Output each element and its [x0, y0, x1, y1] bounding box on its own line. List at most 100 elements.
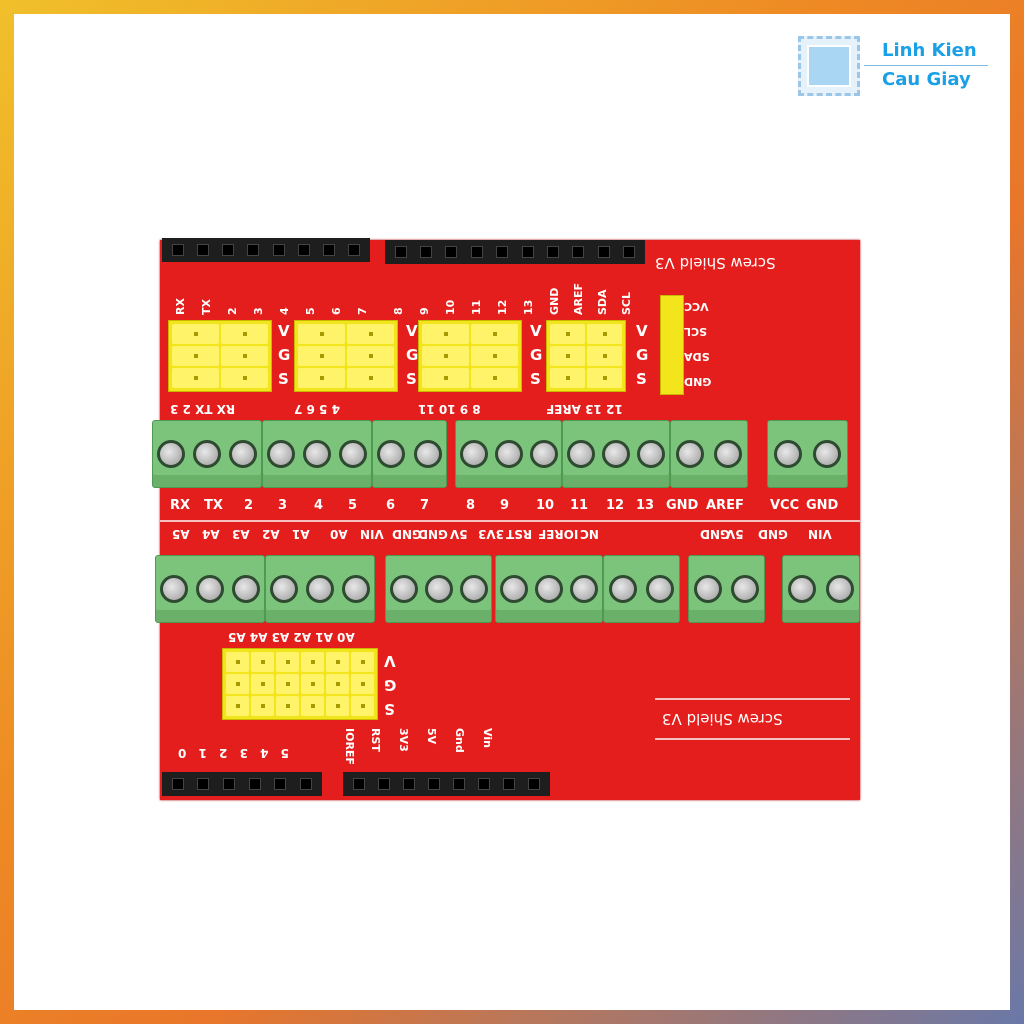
- terminal-label: GND: [806, 498, 839, 513]
- terminal-label: A1: [292, 527, 310, 541]
- terminal-label: GND: [418, 527, 448, 541]
- screw-icon[interactable]: [676, 440, 704, 468]
- terminal-label: 3: [278, 498, 288, 513]
- top-header-label: 8: [392, 307, 405, 315]
- screw-icon[interactable]: [499, 575, 528, 603]
- top-header-right: [385, 240, 645, 264]
- screw-terminal-block: [782, 555, 860, 623]
- svg-label: G: [636, 346, 649, 364]
- screw-icon[interactable]: [459, 440, 488, 468]
- terminal-label: NC: [580, 527, 599, 541]
- screw-icon[interactable]: [693, 575, 722, 603]
- top-header-label: TX: [200, 299, 213, 315]
- screw-icon[interactable]: [566, 440, 595, 468]
- screw-icon[interactable]: [267, 440, 295, 468]
- screw-icon[interactable]: [193, 440, 221, 468]
- screw-icon[interactable]: [157, 440, 185, 468]
- terminal-label: 11: [570, 498, 589, 513]
- screw-icon[interactable]: [339, 440, 367, 468]
- board-title-top: Screw Shield V3: [655, 254, 776, 272]
- screw-icon[interactable]: [160, 575, 188, 603]
- screw-icon[interactable]: [788, 575, 816, 603]
- screw-terminal-block: [265, 555, 375, 623]
- screw-icon[interactable]: [773, 440, 802, 468]
- top-header-label: 5: [304, 307, 317, 315]
- svg-label: G: [530, 346, 543, 364]
- svg-label: S: [530, 370, 541, 388]
- screw-icon[interactable]: [731, 575, 760, 603]
- terminal-label: 5V: [726, 527, 744, 541]
- screw-icon[interactable]: [196, 575, 224, 603]
- screw-icon[interactable]: [494, 440, 523, 468]
- terminal-label: RX: [170, 498, 191, 513]
- svg-label: V: [278, 322, 290, 340]
- svg-label: G: [406, 346, 419, 364]
- terminal-label: 10: [536, 498, 555, 513]
- screw-shield-board: Screw Shield V3 A0 A1 A2 A3 A4 A5 Screw …: [152, 238, 860, 800]
- screw-icon[interactable]: [608, 575, 637, 603]
- jumper-row-label: RX TX 2 3: [170, 402, 236, 416]
- svg-label: G: [384, 676, 397, 694]
- bottom-header-label: RST: [369, 728, 382, 752]
- screw-terminal-block: [455, 420, 562, 488]
- terminal-label: 8: [466, 498, 476, 513]
- board-title-bottom: Screw Shield V3: [662, 710, 783, 728]
- title-line-top: [655, 698, 850, 700]
- top-header-label: 4: [278, 307, 291, 315]
- screw-icon[interactable]: [529, 440, 558, 468]
- screw-terminal-block: [688, 555, 765, 623]
- screw-icon[interactable]: [232, 575, 260, 603]
- svg-label: S: [384, 700, 395, 718]
- terminal-label: GND: [758, 527, 788, 541]
- terminal-label: A5: [172, 527, 190, 541]
- top-header-label: 3: [252, 307, 265, 315]
- screw-terminal-block: [152, 420, 262, 488]
- terminal-label: GND: [666, 498, 699, 513]
- terminal-label: IOREF: [538, 527, 579, 541]
- screw-terminal-block: [670, 420, 748, 488]
- screw-icon[interactable]: [306, 575, 334, 603]
- svg-label: S: [406, 370, 417, 388]
- screw-icon[interactable]: [570, 575, 599, 603]
- screw-terminal-block: [767, 420, 848, 488]
- i2c-label: VCC: [684, 300, 709, 313]
- bottom-header-left: [162, 772, 322, 796]
- i2c-label: SDA: [684, 350, 710, 363]
- bottom-header-label: Gnd: [453, 728, 466, 753]
- screw-icon[interactable]: [826, 575, 854, 603]
- screw-icon[interactable]: [303, 440, 331, 468]
- jumper-row-label: 8 9 10 11: [418, 402, 481, 416]
- i2c-label: SCL: [684, 325, 708, 338]
- screw-icon[interactable]: [534, 575, 563, 603]
- jumper-row-label: 4 5 6 7: [294, 402, 340, 416]
- screw-icon[interactable]: [229, 440, 257, 468]
- top-header-label: GND: [548, 287, 561, 315]
- terminal-label: 4: [314, 498, 324, 513]
- title-line-bottom: [655, 738, 850, 740]
- top-header-left: [162, 238, 370, 262]
- screw-icon[interactable]: [646, 575, 675, 603]
- screw-icon[interactable]: [342, 575, 370, 603]
- i2c-label: GND: [684, 375, 712, 388]
- top-header-label: 11: [470, 299, 483, 315]
- brand-divider: [864, 65, 988, 66]
- screw-icon[interactable]: [601, 440, 630, 468]
- screw-icon[interactable]: [389, 575, 418, 603]
- screw-icon[interactable]: [270, 575, 298, 603]
- bottom-header-right: [343, 772, 550, 796]
- top-header-label: 12: [496, 299, 509, 315]
- screw-icon[interactable]: [413, 440, 442, 468]
- terminal-label: 12: [606, 498, 625, 513]
- analog-jumper-block: [222, 648, 378, 720]
- screw-icon[interactable]: [714, 440, 742, 468]
- screw-icon[interactable]: [424, 575, 453, 603]
- terminal-label: VCC: [770, 498, 800, 513]
- screw-icon[interactable]: [377, 440, 406, 468]
- svg-label: S: [278, 370, 289, 388]
- terminal-label: RST: [506, 527, 533, 541]
- bottom-header-label: 3V3: [397, 728, 410, 752]
- screw-icon[interactable]: [459, 575, 488, 603]
- bottom-header-label: IOREF: [343, 728, 356, 765]
- screw-icon[interactable]: [813, 440, 842, 468]
- screw-icon[interactable]: [637, 440, 666, 468]
